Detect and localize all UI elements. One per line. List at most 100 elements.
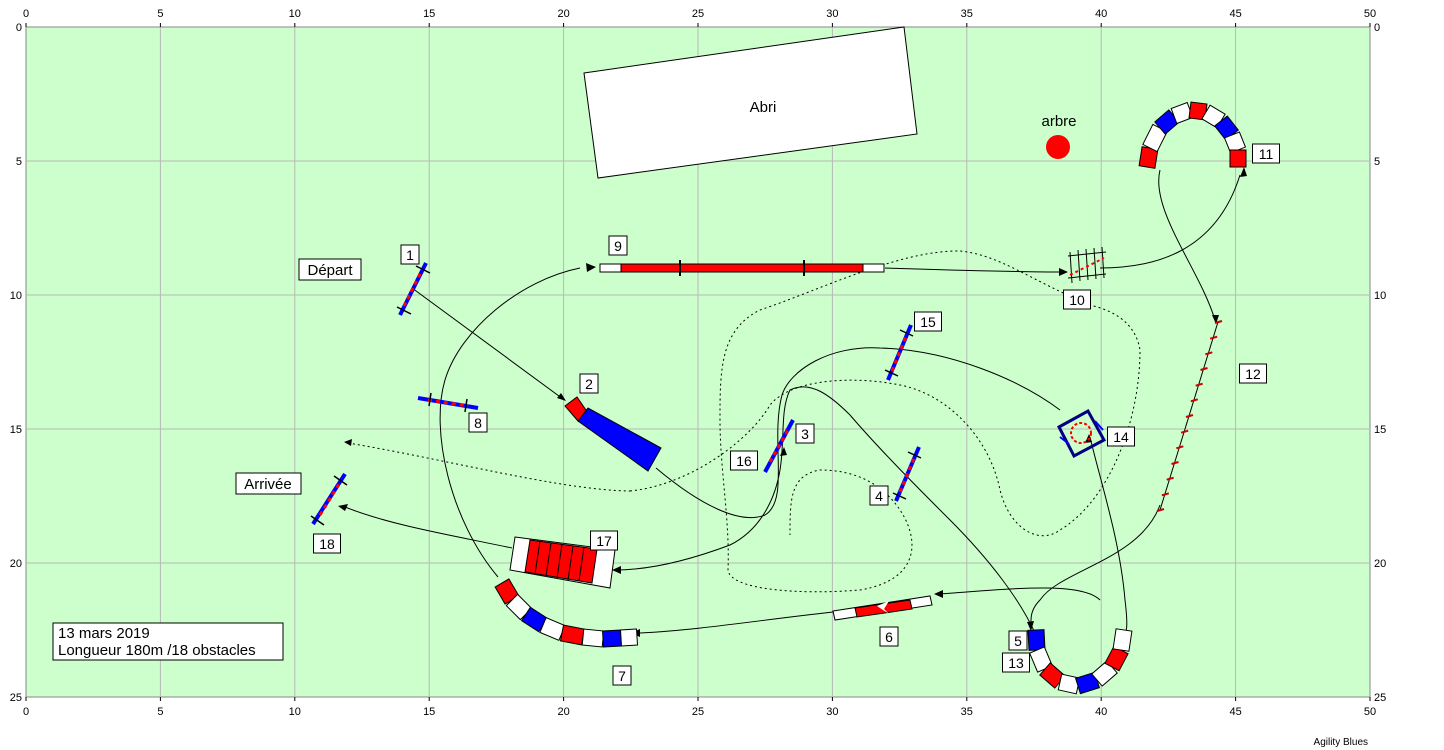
tunnel-segment [581,628,605,648]
handler-path [629,250,1141,593]
x-tick-label: 15 [423,706,435,718]
obstacle-number-box [1063,289,1091,310]
info-date: 13 mars 2019 [58,625,150,642]
finish-label-box: Arrivée [235,472,302,495]
handler-path-start [347,442,631,492]
weave-pole [1156,508,1165,512]
obstacle-number-box [313,533,341,554]
tunnel-5-13 [1027,628,1133,695]
weave-pole [1205,351,1213,356]
obstacle-number-box [579,373,599,394]
y-tick-label: 10 [10,290,22,302]
dogwalk-9 [599,260,885,276]
obstacle-number-box [468,412,488,433]
finish-label: Arrivée [244,476,292,493]
weave-pole [1195,382,1203,387]
y-tick-label: 20 [10,558,22,570]
obstacle-number: 4 [875,488,883,504]
start-label-box: Départ [298,258,362,281]
jump-3 [763,419,795,473]
obstacle-number: 6 [885,629,893,645]
obstacle-number-box [608,235,628,256]
obstacle-number: 9 [614,238,622,254]
x-tick-label: 0 [23,8,29,20]
tunnel-2 [564,396,662,472]
x-tick-label: 20 [557,706,569,718]
tunnel-segment [1214,115,1239,141]
obstacle-number-box [730,450,758,471]
x-tick-label: 45 [1229,706,1241,718]
axis-ticks: 0055101015152020252530303535404045455050… [10,8,1387,718]
weave-pole [1166,476,1174,481]
jump-18 [310,472,348,526]
tunnel-segment [1057,673,1081,695]
obstacle-number-box [1239,363,1267,384]
weave-pole [1209,335,1218,340]
tunnel-segment [1154,109,1180,135]
obstacle-number-box [1002,652,1030,673]
y-tick-label: 15 [1374,424,1386,436]
x-tick-label: 10 [289,8,301,20]
x-tick-label: 5 [157,8,163,20]
obstacle-number: 5 [1014,633,1022,649]
jump-1 [396,262,431,316]
dog-path [344,169,1241,641]
obstacle-number: 17 [596,533,612,549]
long-jump-17 [509,536,616,589]
obstacle-number: 12 [1245,366,1261,382]
tree: arbre [1041,113,1077,159]
tunnel-segment [1138,146,1159,169]
x-tick-label: 20 [557,8,569,20]
tunnel-11 [1138,101,1247,169]
x-tick-label: 50 [1364,706,1376,718]
y-tick-label: 5 [1374,156,1380,168]
obstacle-number-box [914,311,942,332]
obstacle-number: 7 [618,668,626,684]
weave-12 [1156,320,1223,512]
tire-14 [1056,408,1107,459]
y-tick-label: 25 [1374,692,1386,704]
jump-15 [884,324,914,381]
tree-label: arbre [1041,113,1076,130]
jump-10 [1067,246,1107,284]
y-tick-label: 20 [1374,558,1386,570]
x-tick-label: 0 [23,706,29,718]
weave-pole [1180,429,1189,434]
x-tick-label: 35 [961,706,973,718]
y-tick-label: 25 [10,692,22,704]
jump-8 [417,392,479,413]
obstacle-number: 14 [1113,429,1129,445]
y-tick-label: 0 [1374,22,1380,34]
y-tick-label: 0 [16,22,22,34]
info-length: Longueur 180m /18 obstacles [58,642,256,659]
obstacle-number-box [1252,143,1280,164]
tunnel-segment [1112,628,1133,652]
tunnel-segment [1223,131,1247,154]
x-tick-label: 35 [961,8,973,20]
obstacle-number-box [795,423,815,444]
obstacle-number: 16 [736,453,752,469]
obstacle-number: 8 [474,415,482,431]
obstacle-number-box [869,485,889,506]
x-tick-label: 5 [157,706,163,718]
footer-brand: Agility Blues [1313,737,1368,748]
tunnel-segment [619,628,639,647]
info-box: 13 mars 2019 Longueur 180m /18 obstacles [52,622,284,661]
weave-pole [1185,414,1194,418]
weave-pole [1171,461,1179,465]
x-tick-label: 25 [692,706,704,718]
obstacle-number: 10 [1069,292,1085,308]
obstacle-number: 2 [585,376,593,392]
x-tick-label: 40 [1095,8,1107,20]
obstacle-number-box [612,665,632,686]
tunnel-7 [494,578,639,648]
weave-pole [1190,398,1199,403]
obstacle-number-box [590,530,618,551]
x-tick-label: 25 [692,8,704,20]
obstacle-number: 15 [920,314,936,330]
x-tick-label: 15 [423,8,435,20]
x-tick-label: 30 [826,706,838,718]
obstacle-number: 11 [1259,146,1274,162]
